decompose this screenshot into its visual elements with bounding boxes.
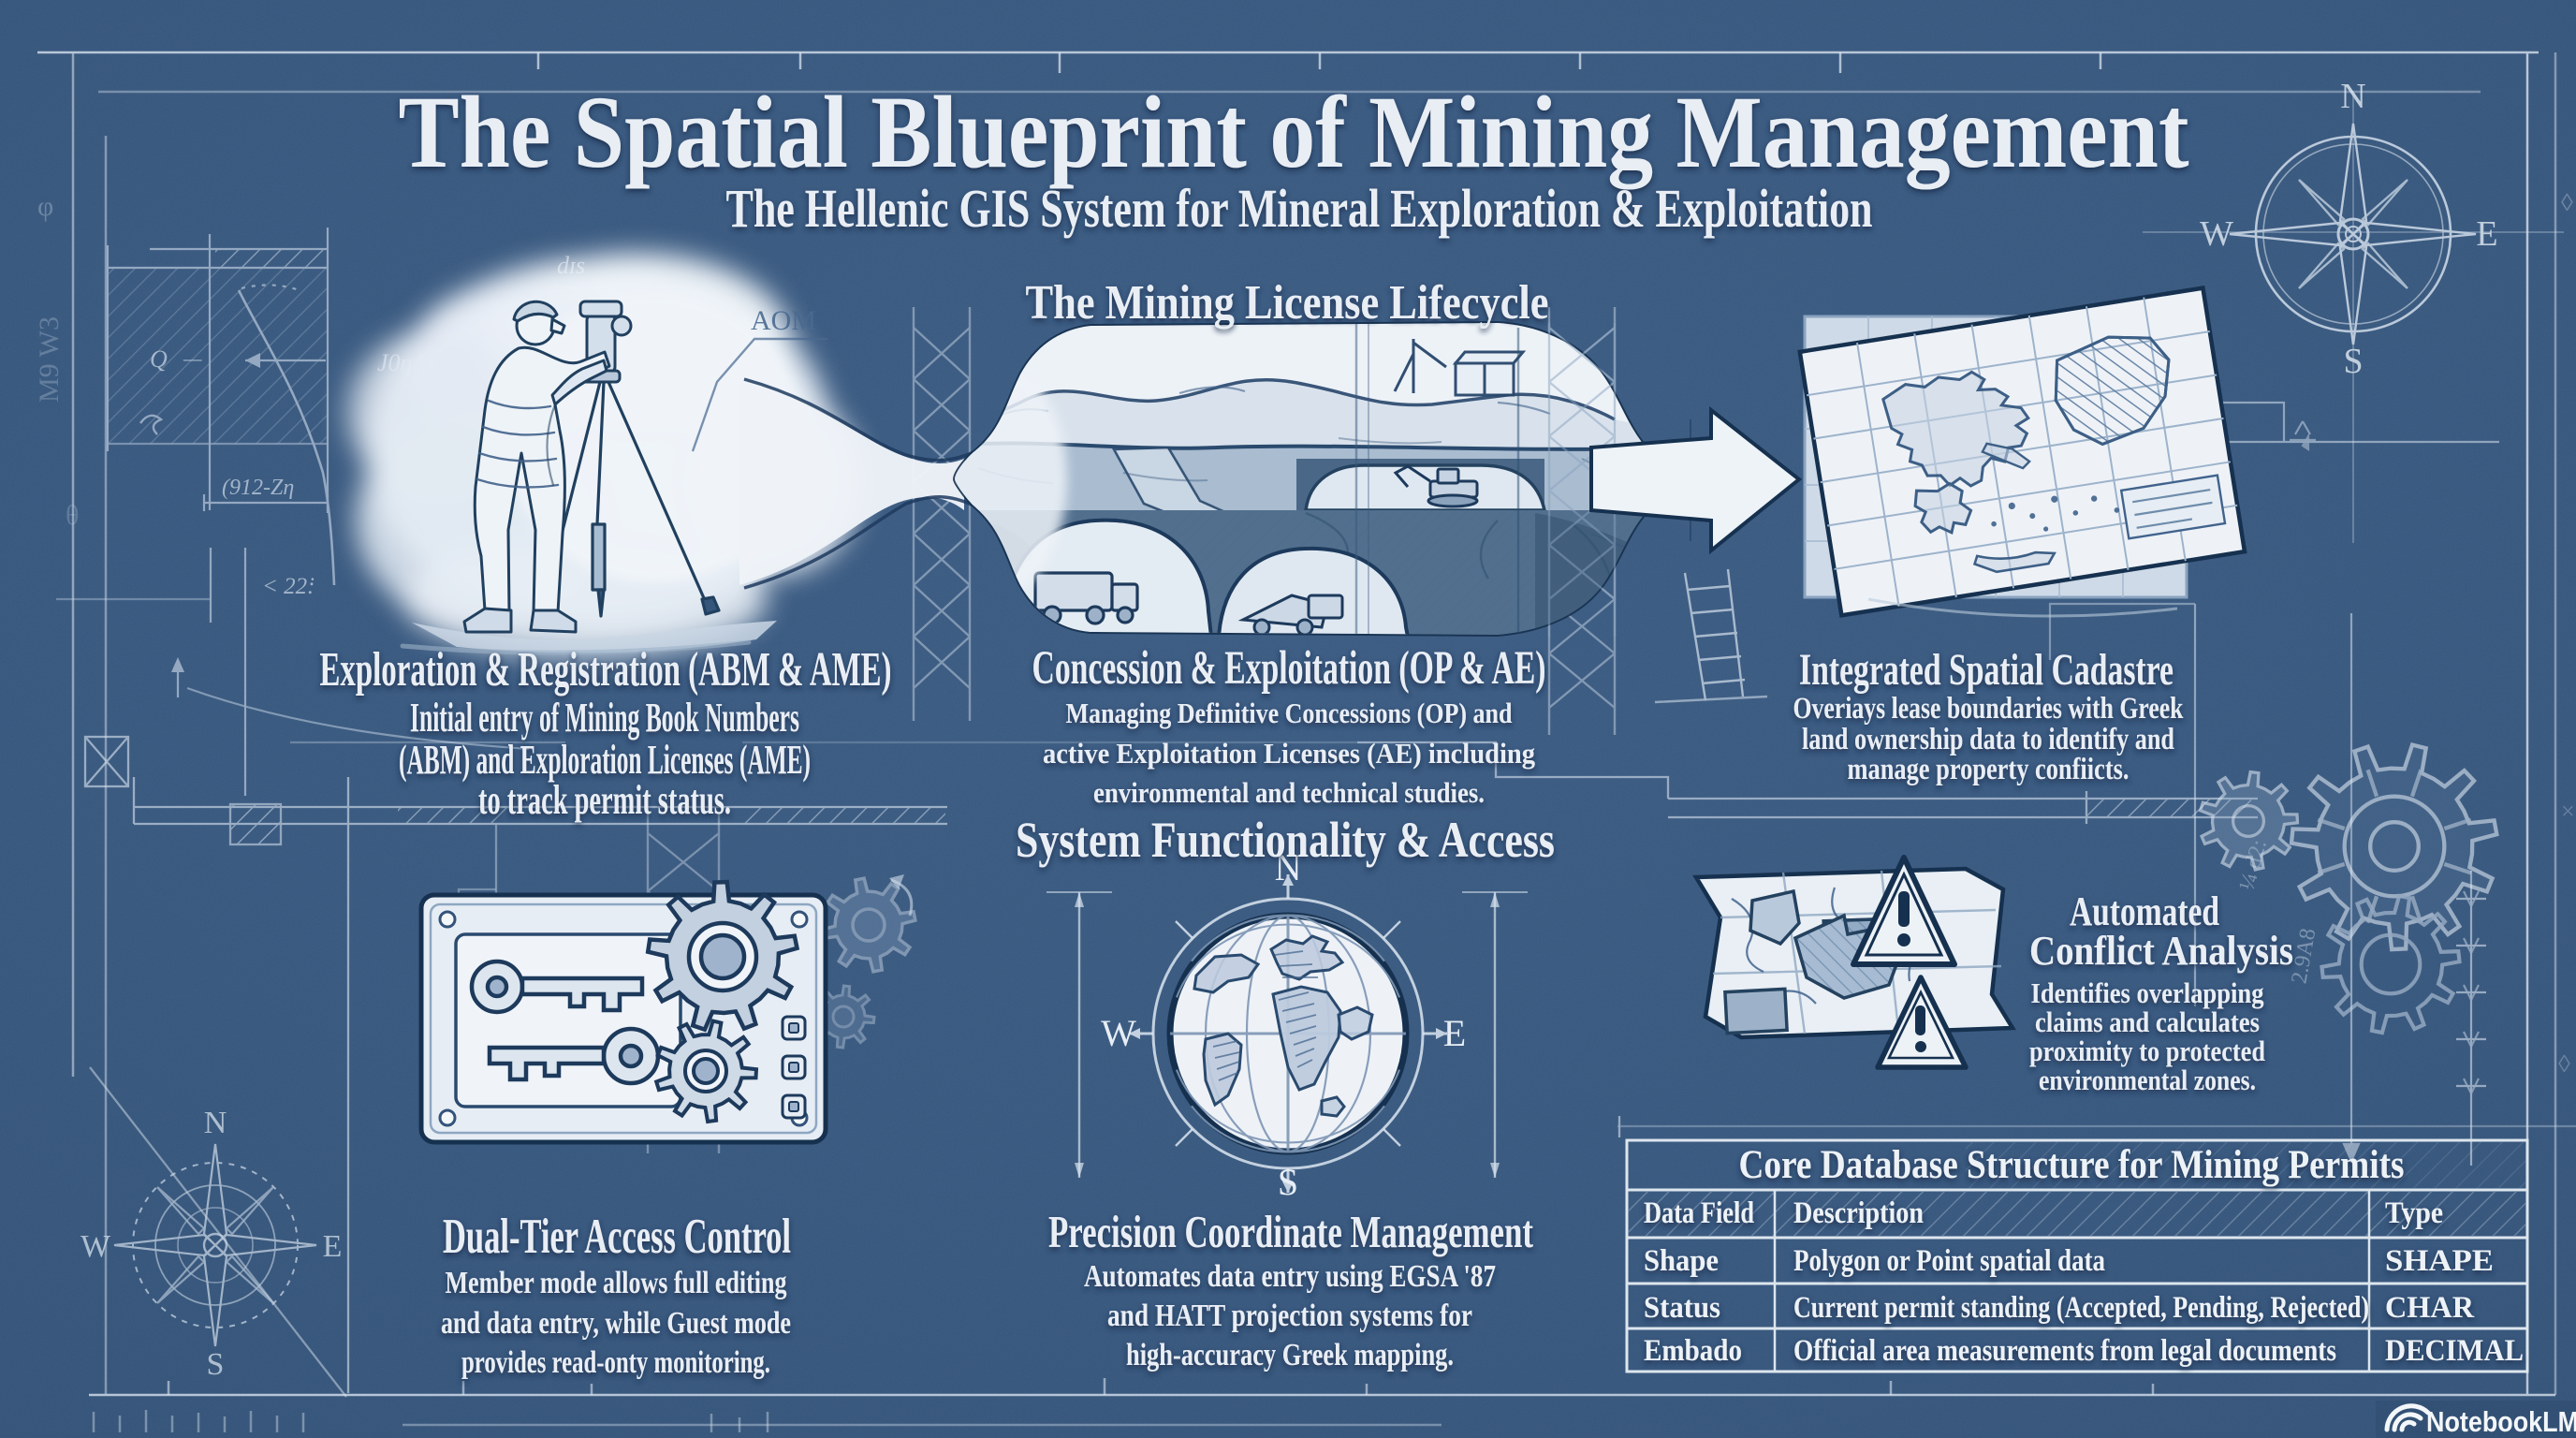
svg-text:W: W <box>80 1229 111 1264</box>
svg-text:environmental and technical st: environmental and technical studies. <box>1093 776 1485 809</box>
svg-text:W: W <box>2200 214 2233 254</box>
svg-text:N: N <box>1275 846 1302 888</box>
svg-text:to track permit status.: to track permit status. <box>478 777 731 823</box>
svg-text:Embado: Embado <box>1644 1334 1742 1368</box>
svg-text:◊: ◊ <box>2561 189 2573 216</box>
svg-text:Polygon or Point spatial data: Polygon or Point spatial data <box>1793 1244 2105 1278</box>
svg-text:The Hellenic GIS System for Mi: The Hellenic GIS System for Mineral Expl… <box>726 178 1873 239</box>
svg-text:Q: Q <box>150 345 168 373</box>
svg-text:Integrated Spatial Cadastre: Integrated Spatial Cadastre <box>1799 645 2174 695</box>
svg-text:DECIMAL: DECIMAL <box>2385 1334 2524 1368</box>
svg-text:Automated: Automated <box>2070 888 2219 934</box>
svg-text:Core Database Structure for Mi: Core Database Structure for Mining Permi… <box>1739 1143 2405 1187</box>
svg-text:—: — <box>183 346 202 370</box>
svg-text:manage property confiicts.: manage property confiicts. <box>1848 753 2130 786</box>
svg-text:S: S <box>2343 342 2363 381</box>
svg-text:Description: Description <box>1793 1196 1924 1230</box>
svg-text:θ: θ <box>66 500 79 531</box>
svg-text:M9 W3: M9 W3 <box>34 316 65 403</box>
svg-text:The Spatial Blueprint of Minin: The Spatial Blueprint of Mining Manageme… <box>399 75 2189 189</box>
svg-text:E: E <box>323 1229 343 1264</box>
svg-text:Identifies overlapping: Identifies overlapping <box>2031 976 2264 1009</box>
svg-text:active Exploitation Licenses (: active Exploitation Licenses (AE) includ… <box>1043 737 1535 770</box>
svg-text:◊: ◊ <box>2558 1050 2570 1078</box>
svg-text:Official area measurements fro: Official area measurements from legal do… <box>1793 1334 2336 1368</box>
svg-text:claims and calculates: claims and calculates <box>2035 1005 2260 1038</box>
svg-text:Shape: Shape <box>1644 1244 1719 1278</box>
svg-text:(912-Zη: (912-Zη <box>222 476 294 500</box>
svg-text:and data entry, while Guest mo: and data entry, while Guest mode <box>441 1306 791 1341</box>
svg-text:Data Field: Data Field <box>1644 1196 1754 1230</box>
svg-text:W: W <box>1101 1012 1136 1054</box>
svg-text:System Functionality & Access: System Functionality & Access <box>1016 812 1555 868</box>
svg-text:proximity to protected: proximity to protected <box>2029 1034 2265 1067</box>
svg-text:×: × <box>2561 798 2575 825</box>
svg-text:Initial entry of Mining Book N: Initial entry of Mining Book Numbers <box>410 695 799 741</box>
svg-text:Member mode allows full editin: Member mode allows full editing <box>446 1266 787 1300</box>
svg-text:N: N <box>204 1106 227 1140</box>
svg-text:Exploration & Registration (AB: Exploration & Registration (ABM & AME) <box>320 643 892 697</box>
svg-text:environmental zones.: environmental zones. <box>2039 1064 2256 1096</box>
svg-text:N: N <box>2340 77 2365 116</box>
svg-text:E: E <box>1443 1012 1466 1054</box>
svg-text:high-accuracy Greek mapping.: high-accuracy Greek mapping. <box>1126 1338 1454 1372</box>
svg-text:S: S <box>1278 1161 1298 1203</box>
svg-text:CHAR: CHAR <box>2385 1291 2475 1325</box>
svg-text:φ: φ <box>37 191 53 222</box>
svg-text:< 22̇:: < 22̇: <box>262 574 315 599</box>
svg-text:Precision Coordinate Managemen: Precision Coordinate Management <box>1048 1206 1533 1257</box>
svg-text:Conflict Analysis: Conflict Analysis <box>2029 928 2293 974</box>
svg-text:provides read-onty monitoring.: provides read-onty monitoring. <box>461 1345 770 1380</box>
svg-text:land ownership data to identif: land ownership data to identify and <box>1802 723 2174 756</box>
svg-text:Managing Definitive Concession: Managing Definitive Concessions (OP) and <box>1066 697 1513 729</box>
svg-text:Automates data entry using EGS: Automates data entry using EGSA '87 <box>1084 1259 1496 1294</box>
svg-text:AOM: AOM <box>751 305 816 336</box>
svg-text:Overiays lease boundaries with: Overiays lease boundaries with Greek <box>1793 692 2185 726</box>
svg-text:Status: Status <box>1644 1291 1720 1325</box>
svg-text:Current permit standing (Accep: Current permit standing (Accepted, Pendi… <box>1793 1291 2369 1325</box>
svg-text:The Mining License Lifecycle: The Mining License Lifecycle <box>1026 276 1549 330</box>
svg-text:(ABM) and Exploration Licenses: (ABM) and Exploration Licenses (AME) <box>399 737 811 783</box>
svg-text:E: E <box>2476 214 2497 254</box>
svg-text:and HATT projection systems fo: and HATT projection systems for <box>1107 1299 1472 1333</box>
svg-text:SHAPE: SHAPE <box>2385 1244 2494 1278</box>
svg-text:Type: Type <box>2385 1196 2443 1230</box>
svg-text:Concession & Exploitation (OP: Concession & Exploitation (OP & AE) <box>1032 642 1546 695</box>
svg-text:NotebookLM: NotebookLM <box>2426 1405 2576 1438</box>
svg-text:S: S <box>207 1347 225 1382</box>
svg-text:Dual-Tier Access Control: Dual-Tier Access Control <box>443 1210 791 1264</box>
